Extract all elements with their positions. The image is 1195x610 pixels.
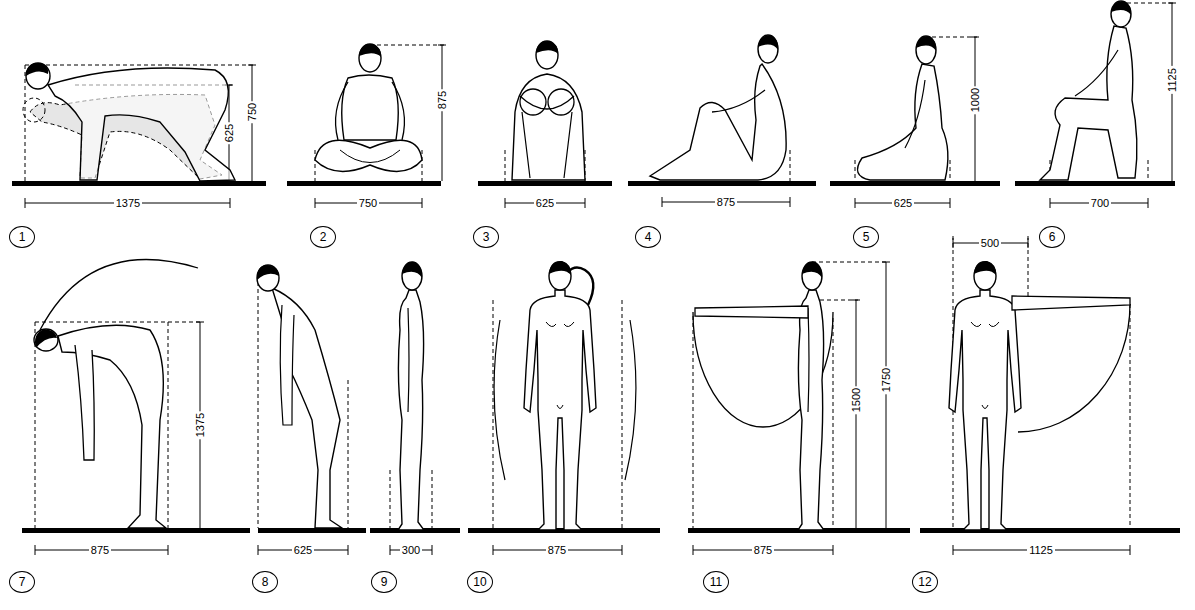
dimension-label: 1375 <box>194 411 206 439</box>
callout-circle: 9 <box>371 571 397 593</box>
dimension-label: 625 <box>892 197 914 209</box>
dimension-label: 500 <box>979 237 1001 249</box>
callout-number: 4 <box>645 231 652 243</box>
callout-number: 9 <box>381 576 388 588</box>
dimension-label: 1125 <box>1166 66 1178 94</box>
dimension-label: 875 <box>89 544 111 556</box>
callout-circle: 1 <box>9 226 35 248</box>
callout-circle: 11 <box>703 571 729 593</box>
dimension-label: 1500 <box>850 386 862 414</box>
callout-number: 11 <box>710 576 722 588</box>
dimension-label: 875 <box>715 196 737 208</box>
dimension-label: 750 <box>246 101 258 123</box>
callout-circle: 10 <box>467 571 493 593</box>
dimension-label: 875 <box>436 89 448 111</box>
dimension-label: 750 <box>357 197 379 209</box>
callout-number: 6 <box>1049 231 1056 243</box>
dimension-label: 1125 <box>1027 544 1055 556</box>
dimension-label: 625 <box>534 197 556 209</box>
callout-number: 1 <box>19 231 26 243</box>
callout-number: 2 <box>320 231 327 243</box>
callout-circle: 6 <box>1039 226 1065 248</box>
dimension-label: 625 <box>292 544 314 556</box>
dimension-label: 700 <box>1089 197 1111 209</box>
callout-number: 12 <box>918 576 931 588</box>
dimension-label: 625 <box>223 122 235 144</box>
callout-number: 7 <box>19 576 26 588</box>
callout-circle: 8 <box>252 571 278 593</box>
callout-circle: 7 <box>9 571 35 593</box>
callout-number: 3 <box>483 231 490 243</box>
dimension-label: 1000 <box>969 86 981 114</box>
callout-circle: 2 <box>310 226 336 248</box>
callout-circle: 5 <box>853 226 879 248</box>
callout-circle: 4 <box>635 226 661 248</box>
dimension-label: 300 <box>400 544 422 556</box>
callout-number: 5 <box>863 231 870 243</box>
dimension-label: 1750 <box>880 366 892 394</box>
callout-circle: 3 <box>473 226 499 248</box>
callout-number: 10 <box>473 576 486 588</box>
callout-circle: 12 <box>912 571 938 593</box>
callout-number: 8 <box>262 576 269 588</box>
dimension-label: 1375 <box>114 197 142 209</box>
dimension-label: 875 <box>752 544 774 556</box>
dimension-label: 875 <box>546 544 568 556</box>
